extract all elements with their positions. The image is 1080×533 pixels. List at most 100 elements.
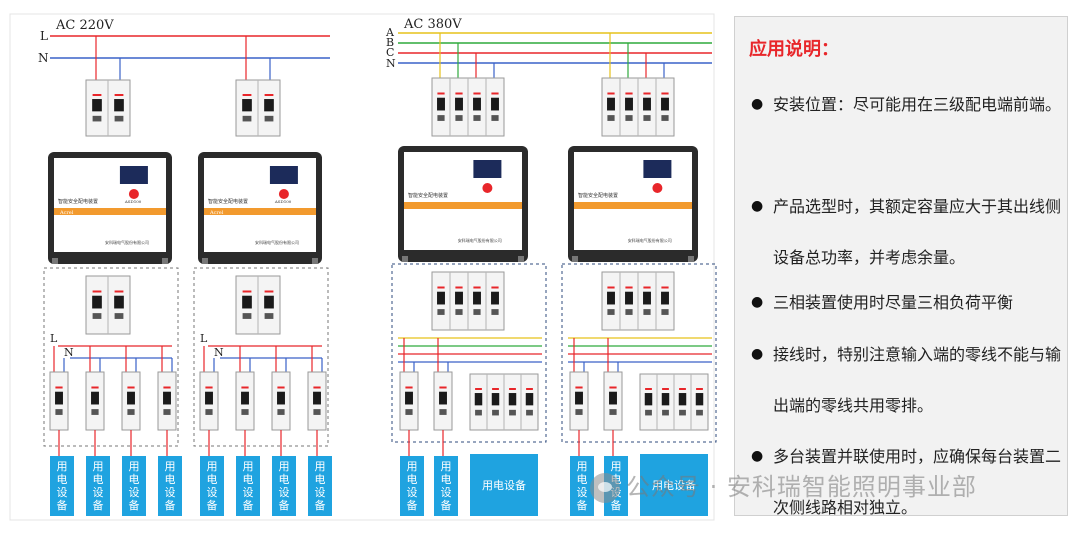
three-unit-2-device-brand-strip	[574, 202, 692, 209]
three-unit-1-output-breaker-terminal	[437, 309, 445, 315]
single-unit-2-device-model: ASD100	[274, 199, 292, 204]
single-unit-1-branch-breaker-indicator	[55, 386, 63, 389]
single-unit-2-branch-breaker	[271, 371, 291, 431]
three-unit-2-branch-breaker	[569, 371, 589, 431]
three-unit-2-branch-breaker-3p-terminal	[679, 409, 686, 416]
single-unit-1-load-4: 用电设备	[158, 456, 182, 516]
single-unit-1-load-1: 用电设备	[50, 456, 74, 516]
single-unit-1-load-2-box	[86, 456, 110, 516]
single-unit-1-output-breaker	[85, 275, 131, 335]
three-unit-2-branch-breaker-3p-indicator	[662, 388, 669, 390]
three-unit-1-input-breaker-terminal	[473, 115, 481, 121]
bullet-icon: ●	[751, 96, 764, 112]
three-unit-1-output-breaker-toggle	[437, 291, 445, 305]
single-unit-1-branch-breaker-toggle	[91, 391, 99, 405]
single-unit-1-branch-n: N	[64, 346, 74, 359]
three-unit-1-output-breaker-indicator	[437, 286, 445, 289]
single-unit-1-load-3-label: 用电设备	[129, 460, 140, 512]
single-unit-2-branch-breaker-terminal	[313, 409, 321, 415]
single-unit-1-load-2-label: 用电设备	[93, 460, 104, 512]
three-unit-1-load-3-label: 用电设备	[482, 478, 526, 492]
single-unit-2-device-company: 安科瑞电气股份有限公司	[255, 239, 299, 245]
three-unit-2-branch-breaker-3p-indicator	[645, 388, 652, 390]
single-unit-2-load-2-box	[236, 456, 260, 516]
note-item-5: ●多台装置并联使用时，应确保每台装置二次侧线路相对独立。	[751, 431, 1061, 533]
three-unit-2-device-foot-left	[572, 256, 578, 262]
three-unit-2-branch-breaker-3p	[639, 373, 709, 431]
single-unit-2-input-breaker-indicator	[242, 94, 252, 96]
single-unit-1-output-breaker-indicator	[92, 290, 102, 293]
three-unit-2-input-breaker-toggle	[661, 97, 669, 111]
line-l-label: L	[40, 29, 48, 43]
single-unit-2-load-4-label: 用电设备	[315, 460, 326, 512]
three-unit-2-branch-breaker-terminal	[575, 409, 583, 415]
three-unit-2-device-title: 智能安全配电装置	[578, 192, 618, 199]
single-unit-2-branch-breaker-indicator	[313, 386, 321, 389]
three-unit-2-input-breaker-toggle	[625, 97, 633, 111]
three-unit-2-output-breaker-toggle	[625, 291, 633, 305]
three-unit-2-output-breaker-indicator	[625, 286, 633, 289]
three-unit-1-load-3-box	[470, 454, 538, 516]
single-unit-2-output-breaker-indicator	[242, 290, 252, 293]
three-phase-supply-label: AC 380V	[403, 17, 462, 32]
three-unit-1-branch-breaker-toggle	[439, 391, 447, 405]
single-unit-1-device-stop-button	[128, 189, 139, 199]
three-unit-1-load-2-label: 用电设备	[441, 460, 452, 512]
three-unit-2-load-3: 用电设备	[640, 454, 708, 516]
single-unit-1-device-company: 安科瑞电气股份有限公司	[105, 239, 149, 245]
single-unit-2-branch-breaker-toggle	[241, 391, 249, 405]
single-unit-2-branch-breaker-terminal	[241, 409, 249, 415]
three-unit-2-input-breaker-indicator	[661, 92, 669, 95]
three-unit-2-output-breaker-indicator	[661, 286, 669, 289]
phase-n-label: N	[386, 57, 396, 70]
single-unit-2-branch-breaker-toggle	[277, 391, 285, 405]
three-unit-2-output-breaker-toggle	[607, 291, 615, 305]
single-unit-1-device-brand-strip	[54, 208, 166, 215]
single-unit-1-device-face	[54, 158, 166, 252]
three-unit-1-load-1-box	[400, 456, 424, 516]
three-unit-1-input-breaker-toggle	[455, 97, 463, 111]
single-unit-1-device-brand: Acrel	[59, 210, 74, 216]
single-unit-2-branch-breaker-terminal	[205, 409, 213, 415]
three-unit-1-output-breaker-toggle	[455, 291, 463, 305]
three-unit-2-branch-breaker	[603, 371, 623, 431]
single-unit-2-branch-breaker	[307, 371, 327, 431]
three-unit-2-output-breaker-terminal	[625, 309, 633, 315]
note-item-4: ●接线时，特别注意输入端的零线不能与输出端的零线共用零排。	[751, 329, 1061, 431]
single-unit-1-output-breaker-toggle	[114, 295, 124, 309]
bullet-icon: ●	[751, 294, 764, 310]
bullet-icon: ●	[751, 346, 764, 362]
three-unit-1-input-breaker-toggle	[491, 97, 499, 111]
single-unit-1-branch-breaker	[157, 371, 177, 431]
single-unit-1-branch-breaker-terminal	[127, 409, 135, 415]
three-unit-2-input-breaker-toggle	[607, 97, 615, 111]
single-unit-2-output-breaker-toggle	[242, 295, 252, 309]
single-unit-2-input-breaker-terminal	[242, 115, 252, 122]
three-unit-1-load-1-label: 用电设备	[407, 460, 418, 512]
three-unit-1-input-breaker-indicator	[473, 92, 481, 95]
single-unit-2-load-3-label: 用电设备	[279, 460, 290, 512]
three-unit-1-branch-breaker-3p-toggle	[508, 393, 517, 406]
single-unit-1-load-1-label: 用电设备	[57, 460, 68, 512]
single-unit-1-branch-breaker-toggle	[55, 391, 63, 405]
three-unit-1-dashed-box	[391, 263, 547, 443]
single-unit-1-output-breaker-terminal	[92, 313, 102, 319]
single-unit-2-branch-breaker-indicator	[241, 386, 249, 389]
three-unit-1-device-foot-right	[518, 256, 524, 262]
three-unit-1-branch-breaker	[399, 371, 419, 431]
single-unit-2-device-brand: Acrel	[209, 210, 224, 216]
single-unit-1-load-4-label: 用电设备	[165, 460, 176, 512]
single-unit-1-input-breaker-indicator	[114, 94, 124, 96]
three-unit-2-output-breaker-toggle	[661, 291, 669, 305]
three-unit-2-input-breaker-terminal	[607, 115, 615, 121]
single-unit-2-load-2-label: 用电设备	[243, 460, 254, 512]
three-unit-1-input-breaker-indicator	[455, 92, 463, 95]
single-unit-1-branch-breaker-terminal	[163, 409, 171, 415]
single-unit-2-input-breaker-indicator	[264, 94, 274, 96]
note-item-2: ●产品选型时，其额定容量应大于其出线侧设备总功率，并考虑余量。	[751, 181, 1061, 283]
single-unit-1-device-display	[119, 166, 148, 184]
three-unit-2-output-breaker-terminal	[607, 309, 615, 315]
three-unit-2-input-breaker-indicator	[625, 92, 633, 95]
